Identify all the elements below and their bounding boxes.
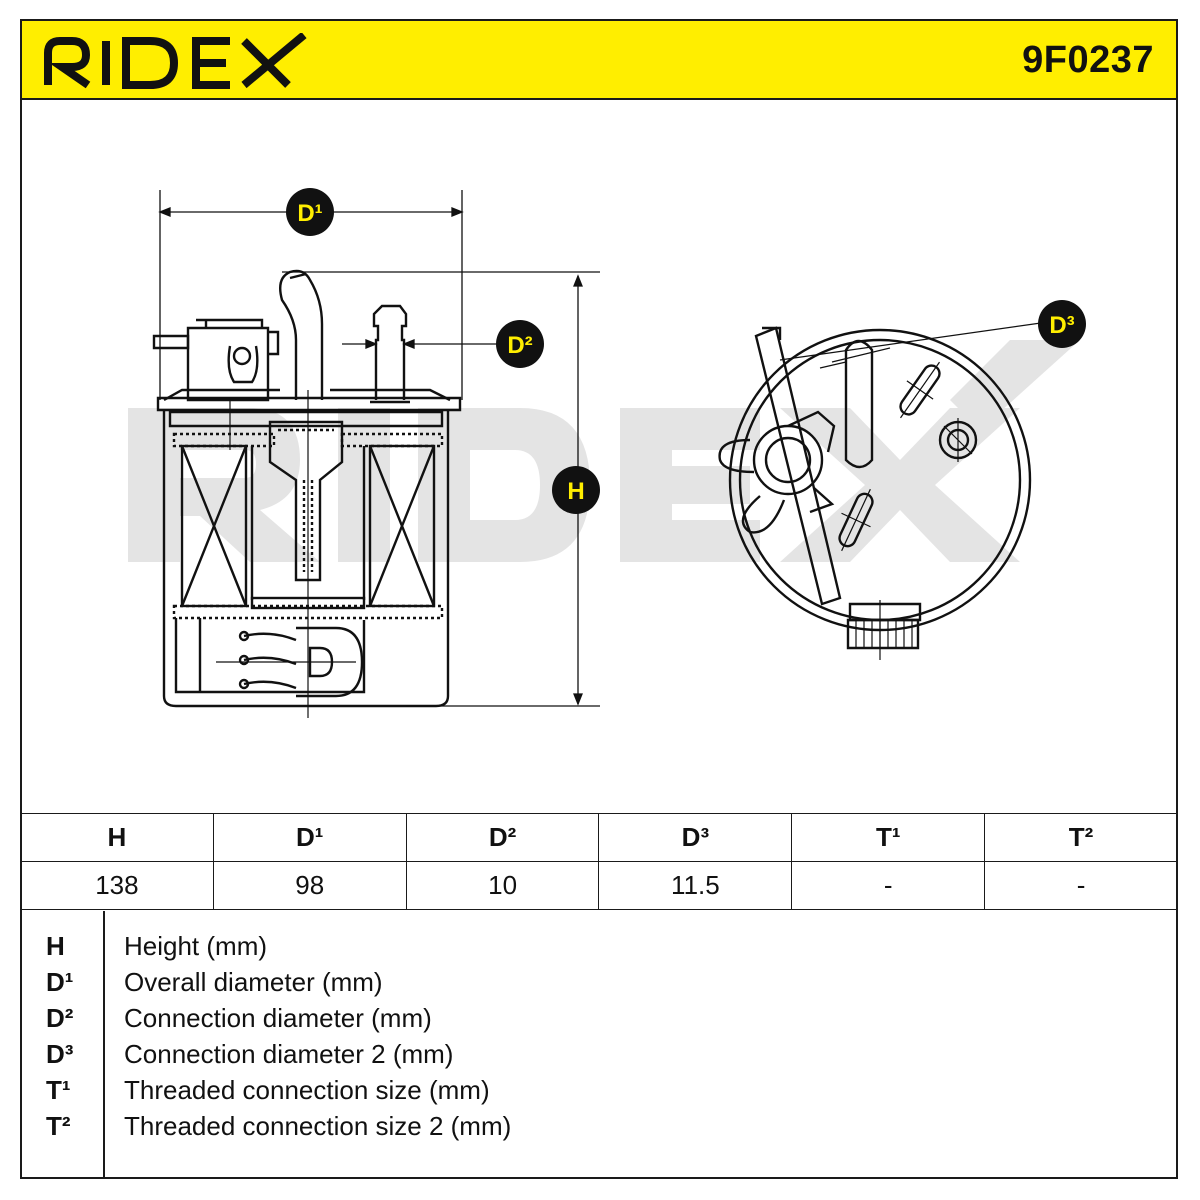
badge-d1: D¹ bbox=[286, 188, 334, 236]
legend-key: D¹ bbox=[46, 967, 74, 997]
legend-key: D² bbox=[46, 1003, 74, 1033]
header-cell: T² bbox=[984, 813, 1178, 862]
value-cell: - bbox=[984, 861, 1178, 910]
legend-item: T² Threaded connection size 2 (mm) bbox=[20, 1111, 1120, 1147]
legend-desc: Threaded connection size (mm) bbox=[124, 1075, 490, 1105]
legend-desc: Connection diameter 2 (mm) bbox=[124, 1039, 454, 1069]
filter-top-view bbox=[718, 319, 1063, 660]
badge-d1-label: D¹ bbox=[297, 200, 322, 227]
value-cell: 10 bbox=[405, 861, 600, 910]
filter-side-view bbox=[152, 269, 462, 718]
legend-item: H Height (mm) bbox=[20, 931, 1120, 967]
legend-item: T¹ Threaded connection size (mm) bbox=[20, 1075, 1120, 1111]
badge-d2: D² bbox=[496, 320, 544, 368]
badge-h: H bbox=[552, 466, 600, 514]
technical-drawing: D¹ D² H D³ bbox=[128, 188, 1086, 718]
legend-key: T¹ bbox=[46, 1075, 71, 1105]
legend-divider bbox=[103, 911, 105, 1177]
value-cell: 11.5 bbox=[598, 861, 793, 910]
legend-desc: Connection diameter (mm) bbox=[124, 1003, 432, 1033]
legend-key: H bbox=[46, 931, 65, 961]
value-cell: 98 bbox=[212, 861, 407, 910]
header-cell: T¹ bbox=[791, 813, 986, 862]
header-bar: 9F0237 bbox=[20, 19, 1178, 100]
part-number: 9F0237 bbox=[1022, 39, 1154, 81]
table-header-row: H D¹ D² D³ T¹ T² bbox=[20, 813, 1178, 862]
dimensions-table: H D¹ D² D³ T¹ T² 138 98 10 11.5 - - bbox=[20, 813, 1178, 910]
sheet-frame bbox=[20, 19, 1178, 1179]
ridex-logo bbox=[44, 33, 307, 89]
legend-item: D¹ Overall diameter (mm) bbox=[20, 967, 1120, 1003]
legend-key: T² bbox=[46, 1111, 71, 1141]
badge-d3: D³ bbox=[1038, 300, 1086, 348]
legend-item: D³ Connection diameter 2 (mm) bbox=[20, 1039, 1120, 1075]
badge-d3-label: D³ bbox=[1049, 312, 1074, 339]
legend-key: D³ bbox=[46, 1039, 74, 1069]
value-cell: - bbox=[791, 861, 986, 910]
value-cell: 138 bbox=[20, 861, 214, 910]
header-cell: D³ bbox=[598, 813, 793, 862]
header-cell: D² bbox=[405, 813, 600, 862]
badge-h-label: H bbox=[567, 478, 584, 505]
header-cell: H bbox=[20, 813, 214, 862]
legend-item: D² Connection diameter (mm) bbox=[20, 1003, 1120, 1039]
legend-desc: Threaded connection size 2 (mm) bbox=[124, 1111, 512, 1141]
legend: H Height (mm) D¹ Overall diameter (mm) D… bbox=[20, 911, 1178, 1179]
legend-desc: Height (mm) bbox=[124, 931, 268, 961]
badge-d2-label: D² bbox=[507, 332, 532, 359]
legend-desc: Overall diameter (mm) bbox=[124, 967, 383, 997]
header-cell: D¹ bbox=[212, 813, 407, 862]
table-row: 138 98 10 11.5 - - bbox=[20, 861, 1178, 910]
